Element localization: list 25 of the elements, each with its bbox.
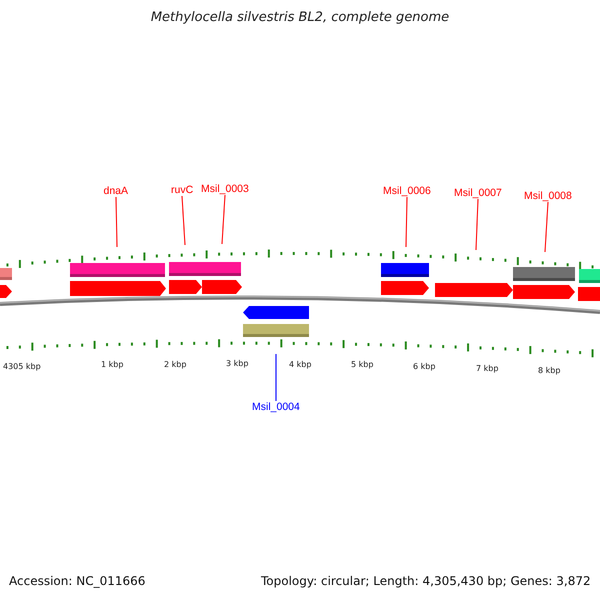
scale-label: 1 kbp: [101, 360, 124, 368]
leader-line: [182, 196, 186, 246]
scale-label: 4 kbp: [289, 360, 312, 368]
footer-note: Topology: circular; Length: 4,305,430 bp; Genes: 3,872: [261, 574, 591, 588]
footer-note: Accession: NC_011666: [9, 574, 146, 588]
scale-label: 5 kbp: [351, 360, 374, 368]
map-title: Methylocella silvestris BL2, complete genome: [150, 10, 450, 25]
gene-label: Msil_0007: [454, 187, 502, 199]
gene-label: ruvC: [171, 184, 194, 196]
gene-label: Msil_0004: [252, 401, 300, 413]
leader-line: [406, 196, 408, 248]
scale-label: 2 kbp: [164, 360, 186, 368]
scale-label: 7 kbp: [476, 364, 498, 372]
gene-label: Msil_0008: [524, 190, 572, 202]
leader-line: [476, 198, 478, 250]
leader-line: [116, 196, 118, 248]
scale-label: 8 kbp: [538, 366, 560, 374]
leader-line: [544, 202, 548, 252]
scale-label: 6 kbp: [413, 362, 436, 370]
scale-label: 4305 kbp: [3, 362, 41, 370]
gene-label: Msil_0003: [201, 183, 249, 195]
gene-label: dnaA: [104, 185, 128, 197]
scale-label: 3 kbp: [226, 358, 248, 368]
gene-label: Msil_0006: [383, 185, 431, 197]
leader-line: [222, 194, 226, 244]
